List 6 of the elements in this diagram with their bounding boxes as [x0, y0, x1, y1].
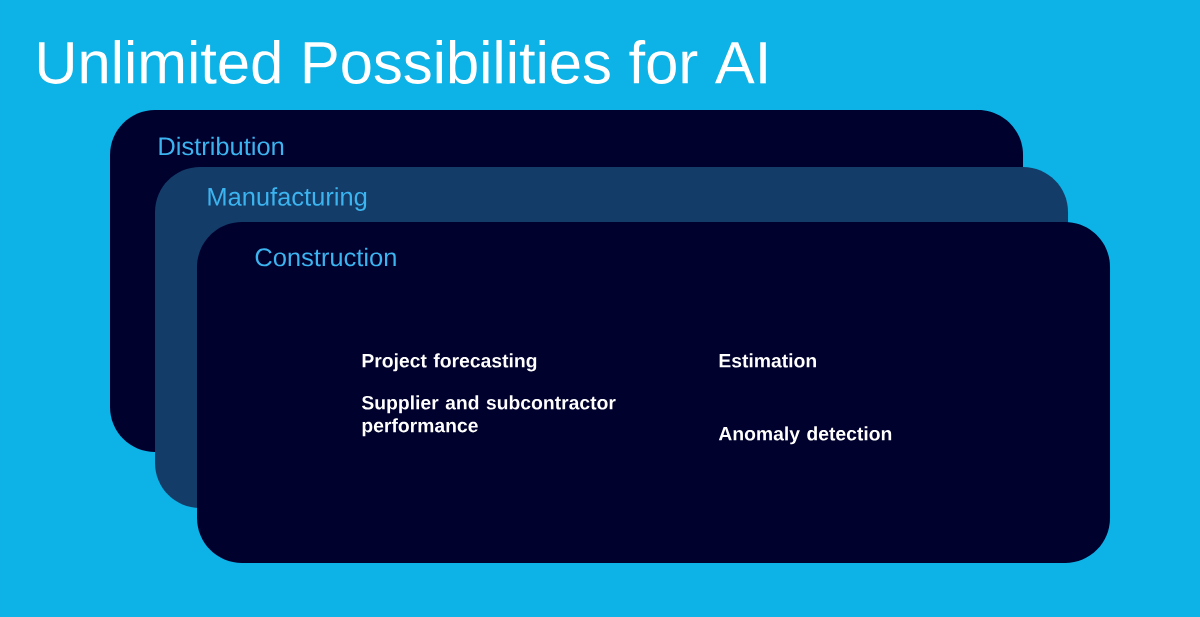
use-case-text: Supplier and subcontractor performance — [361, 395, 616, 437]
use-case-text: Project forecasting — [362, 353, 537, 372]
node-label: Distribution — [159, 136, 284, 156]
use-case-text: Anomaly detection — [718, 426, 892, 445]
slide-title: Unlimited Possibilities for AI — [38, 40, 766, 84]
use-case-text: Estimation — [719, 353, 816, 368]
